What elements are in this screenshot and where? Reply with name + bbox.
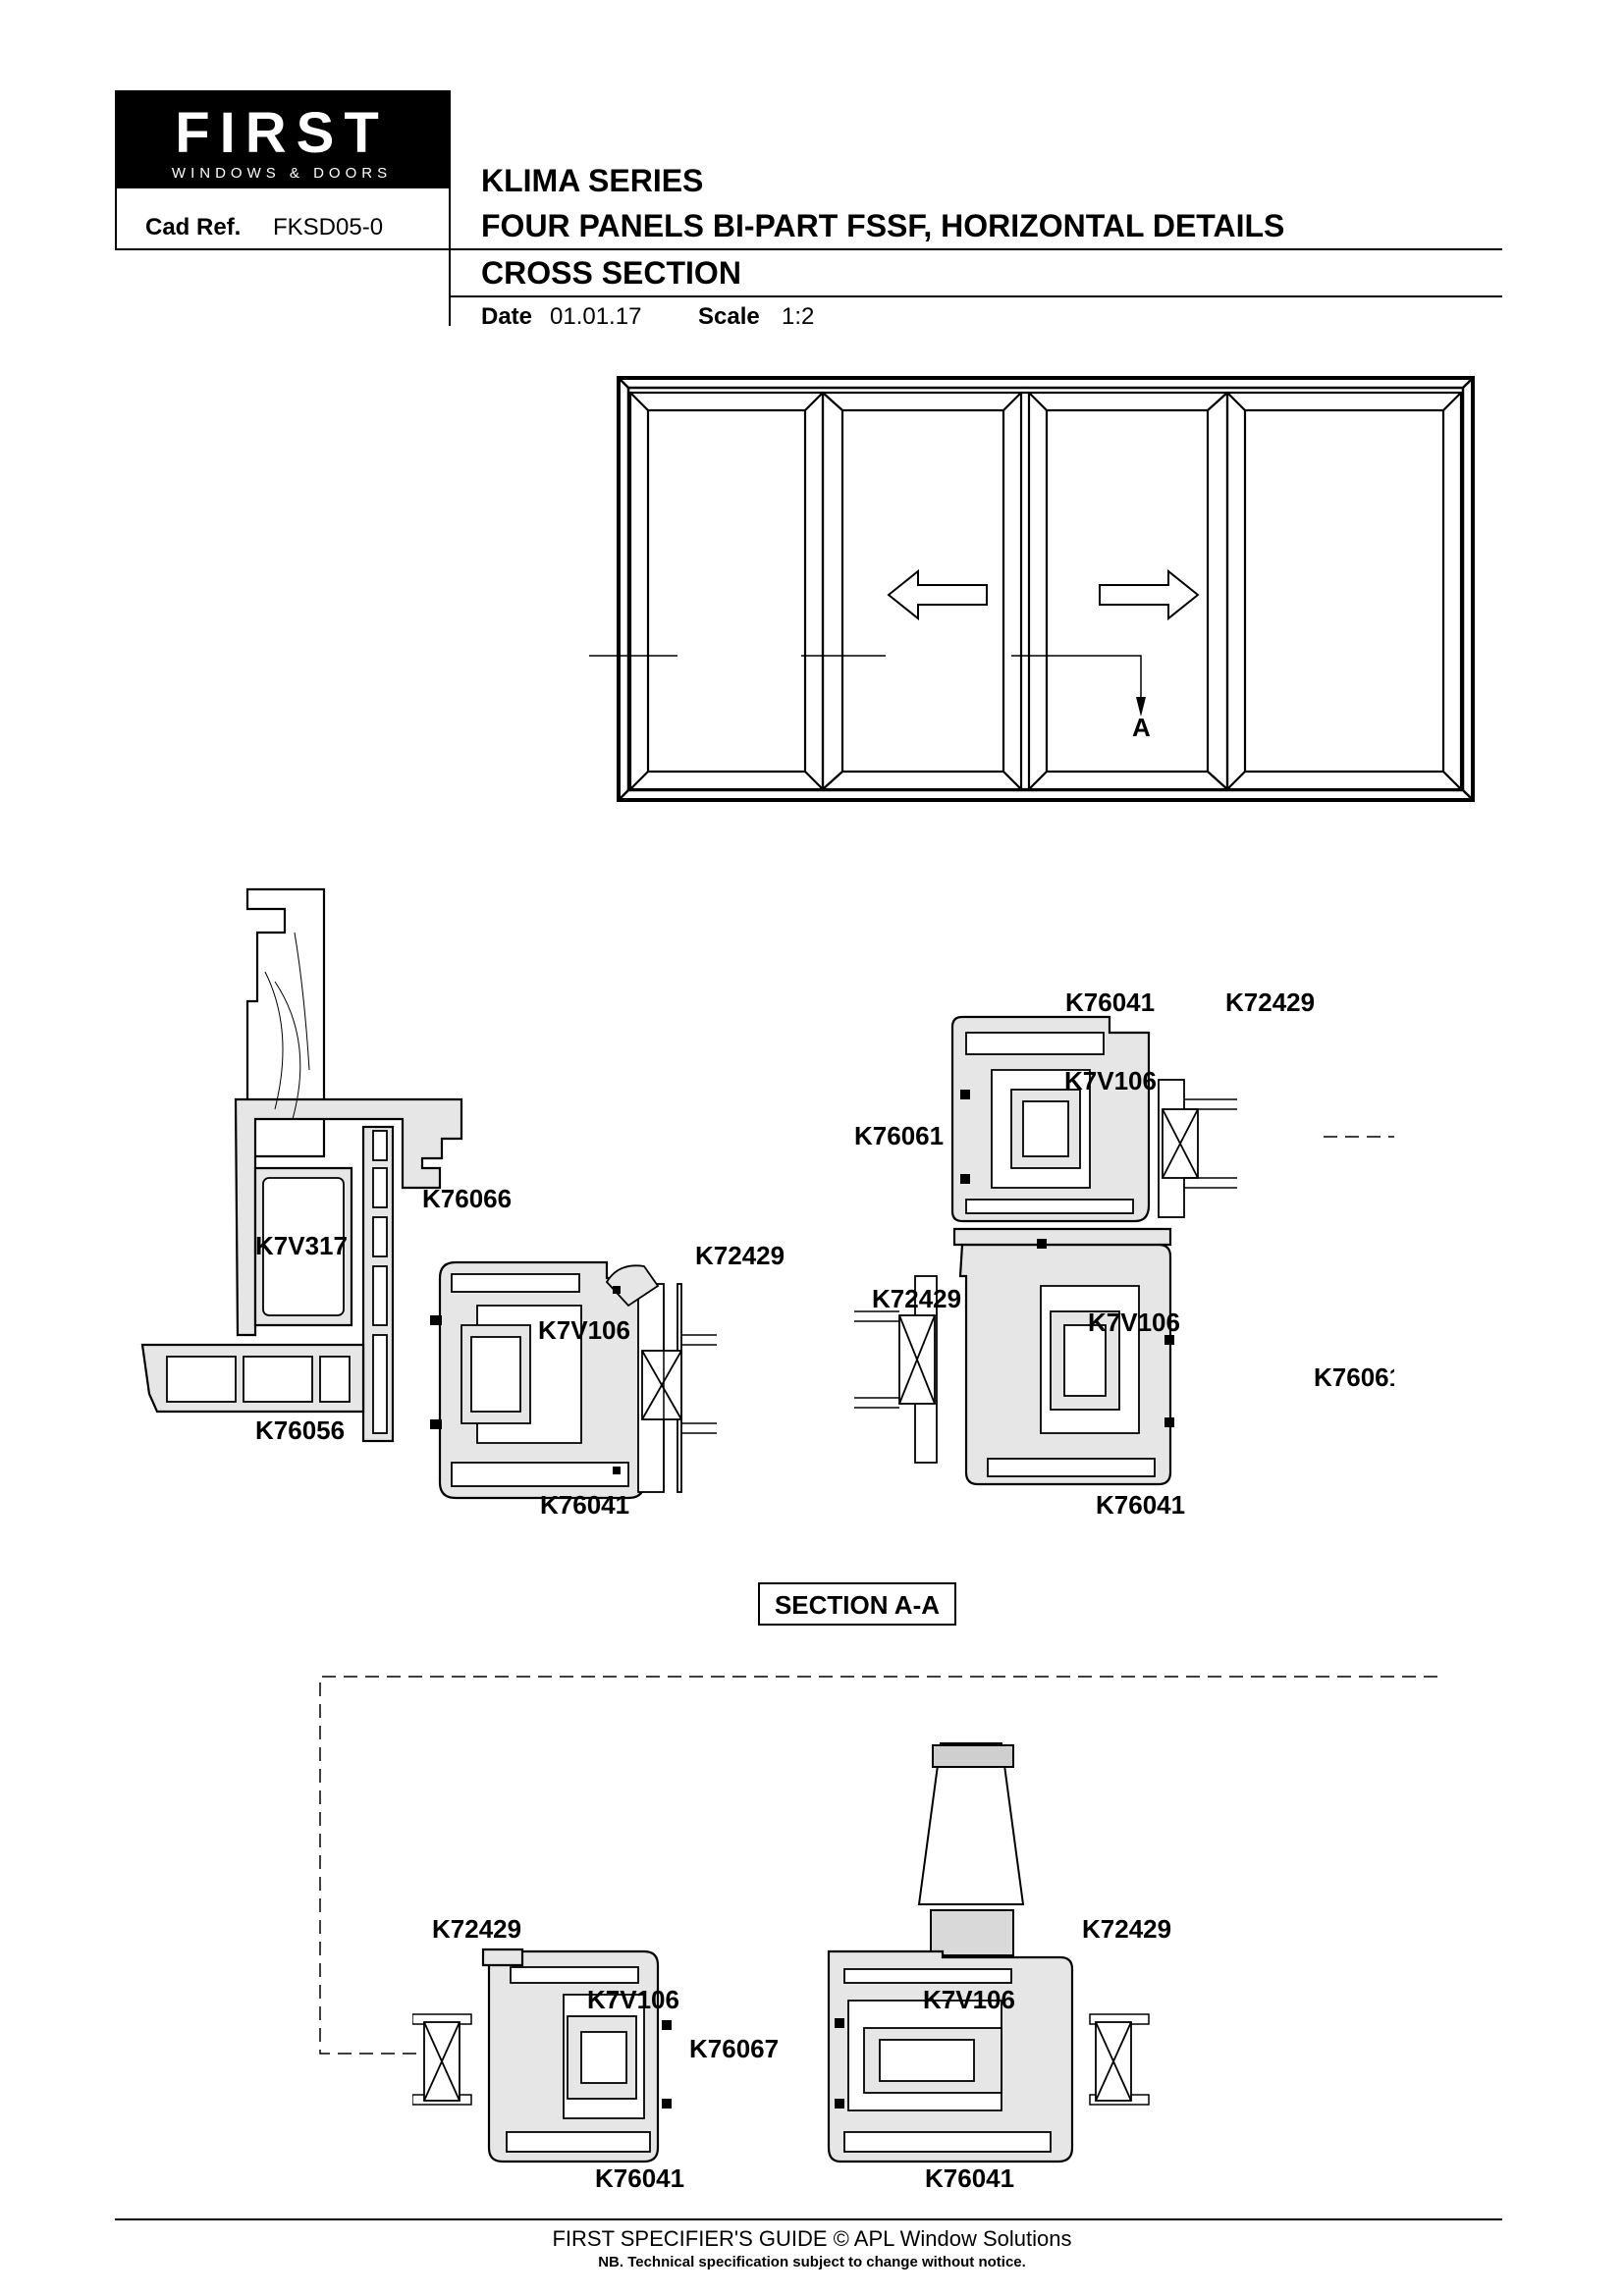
scale-label: Scale — [698, 303, 760, 330]
scale-value: 1:2 — [782, 303, 815, 330]
bottom-leader — [319, 1676, 1437, 2055]
section-label: SECTION A-A — [774, 1590, 941, 1620]
label-k7v106-right: K7V106 — [923, 1985, 1015, 2014]
detail-right: K76041 K72429 K7V106 K76061 K72429 K7V10… — [854, 988, 1394, 1520]
logo-text: FIRST — [175, 101, 389, 165]
label-k72429-mid: K72429 — [872, 1284, 961, 1313]
date-value: 01.01.17 — [550, 303, 642, 330]
label-k72429: K72429 — [695, 1241, 785, 1270]
cad-ref-value: FKSD05-0 — [273, 214, 384, 240]
title-rule-vertical — [449, 90, 451, 326]
section-mark-right: A — [1132, 713, 1151, 742]
title-block: FIRST WINDOWS & DOORS Cad Ref. FKSD05-0 … — [0, 0, 1624, 334]
window-elevation: A A — [589, 376, 1475, 802]
label-k72429-left: K72429 — [432, 1914, 521, 1944]
label-k76061-bottom: K76061 — [1314, 1362, 1394, 1392]
left-arrow-icon — [887, 568, 988, 621]
footer-line2: NB. Technical specification subject to c… — [598, 2254, 1026, 2270]
label-k72429-right: K72429 — [1082, 1914, 1171, 1944]
label-k76056: K76056 — [255, 1415, 345, 1445]
label-k7v106-top: K7V106 — [1064, 1066, 1157, 1095]
cad-ref-label: Cad Ref. — [145, 214, 242, 240]
logo: FIRST WINDOWS & DOORS — [115, 90, 449, 188]
title-rule-h1 — [115, 248, 1502, 250]
label-k7v106-left: K7V106 — [587, 1985, 679, 2014]
title-rule-h2 — [449, 295, 1502, 297]
label-k7v106: K7V106 — [538, 1315, 630, 1345]
footer-line1: FIRST SPECIFIER'S GUIDE © APL Window Sol… — [552, 2226, 1072, 2251]
panel-outlines — [628, 391, 1463, 791]
label-k76041-top: K76041 — [1065, 988, 1155, 1017]
label-k76067: K76067 — [689, 2034, 779, 2063]
date-label: Date — [481, 303, 533, 330]
leader-dashed — [1324, 1136, 1394, 1138]
section-label-box — [758, 1582, 956, 1626]
right-arrow-icon — [1099, 568, 1200, 621]
footer-rule — [115, 2218, 1502, 2220]
drawing-subtitle: CROSS SECTION — [481, 255, 741, 291]
label-k76061-top: K76061 — [854, 1121, 944, 1150]
label-k72429-top: K72429 — [1225, 988, 1315, 1017]
label-k76041-left: K76041 — [595, 2163, 684, 2189]
label-k76041: K76041 — [540, 1490, 629, 1520]
detail-bottom: K72429 K72429 K7V106 K7V106 K76067 K7604… — [412, 1742, 1171, 2189]
series-title: KLIMA SERIES — [481, 163, 704, 198]
detail-left: K76066 K7V317 K76056 K72429 K7V106 K7604… — [140, 887, 785, 1520]
logo-subtext: WINDOWS & DOORS — [171, 165, 393, 182]
label-k7v317: K7V317 — [255, 1231, 348, 1260]
label-k76066: K76066 — [422, 1184, 512, 1213]
label-k7v106-bottom: K7V106 — [1088, 1308, 1180, 1337]
handle-icon — [917, 1742, 1025, 1905]
label-k76041-right: K76041 — [925, 2163, 1014, 2189]
label-k76041-bottom: K76041 — [1096, 1490, 1185, 1520]
section-cut-line — [589, 655, 1142, 712]
title-rule-left-bottom — [115, 188, 117, 249]
drawing-title: FOUR PANELS BI-PART FSSF, HORIZONTAL DET… — [481, 208, 1285, 243]
